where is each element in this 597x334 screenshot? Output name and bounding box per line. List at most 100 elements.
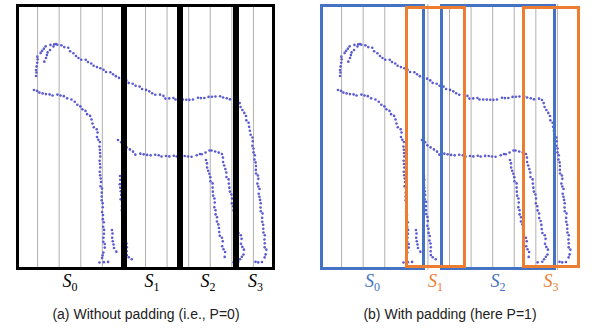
point — [536, 261, 539, 264]
point — [200, 97, 203, 100]
point — [469, 155, 472, 158]
segment-index: 3 — [257, 280, 263, 294]
point — [428, 239, 431, 242]
point — [259, 199, 262, 202]
point — [256, 182, 259, 185]
point — [195, 154, 198, 157]
point — [102, 251, 105, 254]
grid-line — [59, 4, 60, 270]
point — [390, 113, 393, 116]
point — [200, 153, 203, 156]
point — [380, 103, 383, 106]
point — [508, 151, 511, 154]
point — [159, 93, 162, 96]
point — [102, 214, 105, 217]
point — [564, 210, 567, 213]
point — [349, 93, 352, 96]
point — [567, 238, 570, 241]
point — [262, 227, 265, 230]
point — [409, 71, 412, 74]
point — [399, 128, 402, 131]
point — [206, 166, 209, 169]
point — [245, 119, 248, 122]
grid-line — [363, 4, 364, 270]
point — [263, 238, 266, 241]
point — [212, 194, 215, 197]
point — [204, 151, 207, 154]
point — [350, 54, 353, 57]
point — [35, 69, 38, 72]
point — [142, 153, 145, 156]
point — [514, 149, 517, 152]
point — [221, 245, 224, 248]
point — [426, 224, 429, 227]
segment-box: S1 — [405, 6, 466, 268]
segment-box: S1 — [124, 4, 180, 270]
point — [511, 96, 514, 99]
point — [436, 150, 439, 153]
point — [565, 220, 568, 223]
point — [172, 97, 175, 100]
point — [255, 172, 258, 175]
point — [52, 45, 55, 48]
point — [561, 261, 564, 264]
point — [363, 94, 366, 97]
point — [342, 91, 345, 94]
point — [219, 95, 222, 98]
point — [501, 96, 504, 99]
point — [43, 47, 46, 50]
point — [241, 246, 244, 249]
point — [446, 153, 449, 156]
point — [425, 213, 428, 216]
point — [567, 242, 570, 245]
point — [134, 153, 137, 156]
point — [532, 186, 535, 189]
point — [255, 169, 258, 172]
point — [415, 232, 418, 235]
point — [415, 229, 418, 232]
point — [527, 164, 530, 167]
point — [239, 106, 242, 109]
point — [539, 220, 542, 223]
point — [168, 155, 171, 158]
point — [566, 224, 569, 227]
point — [429, 250, 432, 253]
point — [400, 66, 403, 69]
point — [427, 227, 430, 230]
point — [261, 220, 264, 223]
segment-label: S3 — [505, 271, 597, 297]
grid-line — [535, 4, 536, 270]
point — [217, 223, 220, 226]
point — [111, 237, 114, 240]
point — [265, 248, 268, 251]
point — [529, 171, 532, 174]
point — [396, 64, 399, 67]
point — [211, 182, 214, 185]
point — [115, 250, 118, 253]
point — [222, 161, 225, 164]
point — [518, 209, 521, 212]
point — [77, 57, 80, 60]
point — [561, 174, 564, 177]
point — [254, 161, 257, 164]
point — [92, 64, 95, 67]
point — [90, 62, 93, 65]
point — [183, 155, 186, 158]
point — [36, 58, 39, 61]
point — [118, 77, 121, 80]
point — [383, 105, 386, 108]
point — [263, 256, 266, 259]
point — [227, 178, 230, 181]
point — [154, 153, 157, 156]
point — [228, 186, 231, 189]
point — [154, 93, 157, 96]
point — [261, 261, 264, 264]
point — [538, 212, 541, 215]
point — [540, 224, 543, 227]
point — [526, 156, 529, 159]
point — [569, 248, 572, 251]
point — [374, 98, 377, 101]
point — [96, 131, 99, 134]
point — [38, 91, 41, 94]
point — [223, 256, 226, 259]
